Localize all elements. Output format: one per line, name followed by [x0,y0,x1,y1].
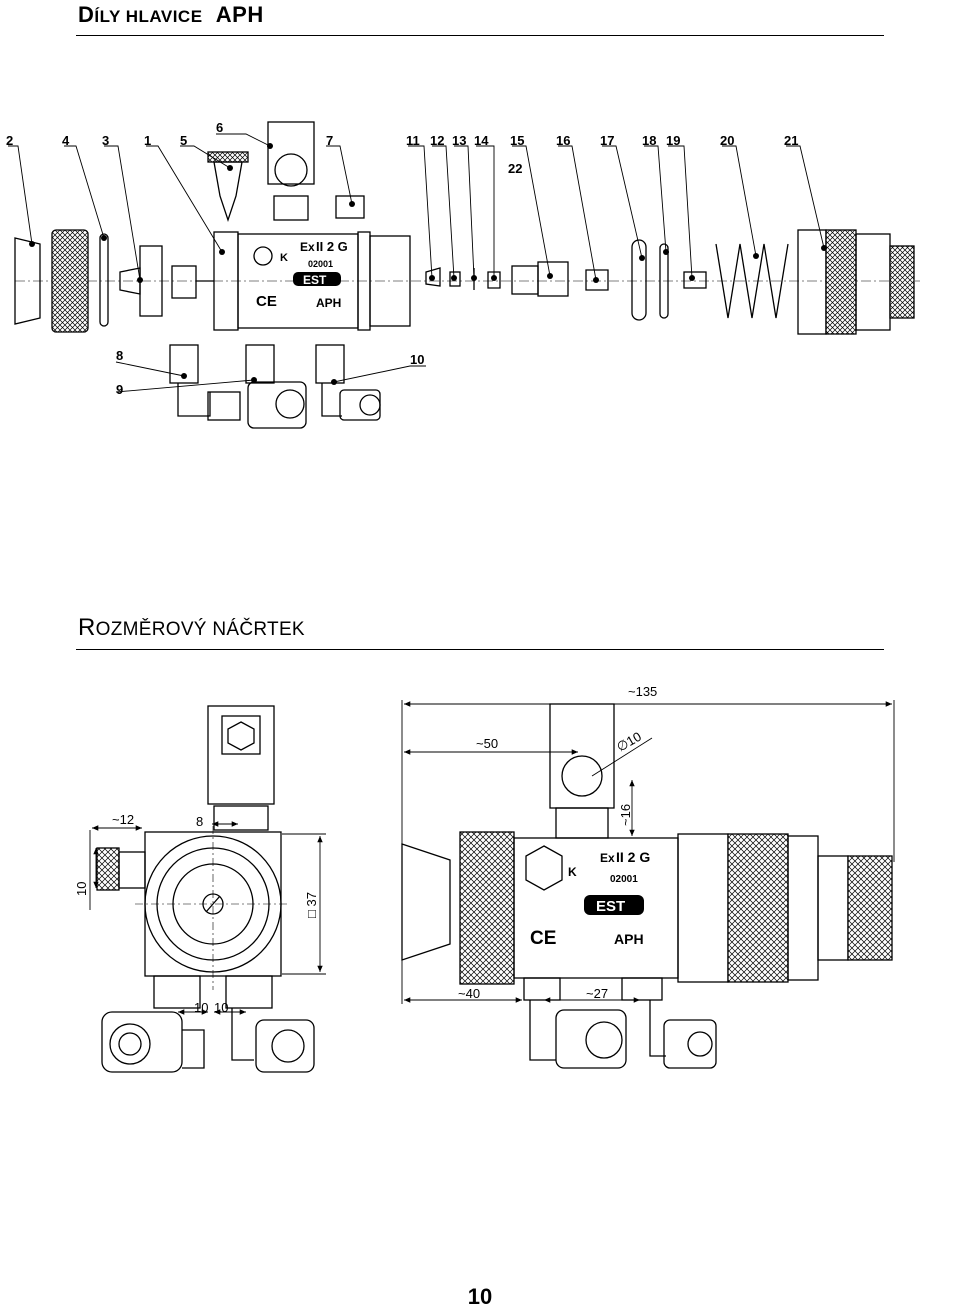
exploded-view-drawing: Ex II 2 G K 02001 EST CE APH [6,120,920,429]
dim-label: ~27 [586,986,608,1001]
serial-mark: 02001 [308,259,333,269]
part-label: 18 [642,133,656,148]
part-label: 11 [406,133,420,148]
sketch-ce-mark: CE [530,928,556,949]
sketch-k-mark: K [568,865,577,879]
part-label: 9 [116,382,123,397]
part-label: 6 [216,120,223,135]
ce-mark: CE [256,293,277,310]
part-label: 16 [556,133,570,148]
part-label: 3 [102,133,109,148]
part-label: 17 [600,133,614,148]
part-label: 13 [452,133,466,148]
dim-label: 10 [214,1000,228,1015]
part-label: 19 [666,133,680,148]
sketch-brand-mark: EST [596,898,625,915]
parts-title: DÍLY HLAVICE APH [78,2,264,27]
model-mark: APH [316,296,341,310]
sketch-brand-badge [584,895,644,915]
dim-label: 10 [194,1000,208,1015]
sketch-title: ROZMĚROVÝ NÁČRTEK [78,614,305,641]
page-number: 10 [467,1284,493,1309]
sketch-title-rule [76,649,884,650]
dim-label: ∅10 [614,729,644,755]
part-label: 2 [6,133,13,148]
sketch-serial-mark: 02001 [610,874,638,885]
sketch-ex-mark: Ex [600,851,615,865]
dim-label: ~16 [618,804,633,826]
part-label: 14 [474,133,489,148]
ex-mark: Ex [300,240,315,254]
part-label: 1 [144,133,151,148]
dim-label: 8 [196,814,203,829]
dim-label: ~135 [628,684,657,699]
sketch-model-mark: APH [614,931,644,947]
dim-label: ~40 [458,986,480,1001]
part-label: 4 [62,133,70,148]
dim-label: ~12 [112,812,134,827]
dim-label: □ 37 [304,892,319,918]
part-label: 22 [508,161,522,176]
part-label: 21 [784,133,798,148]
parts-title-rule [76,35,884,36]
part-label: 5 [180,133,187,148]
brand-badge [293,272,341,286]
sketch-cert-mark: II 2 G [616,849,650,865]
part-label: 8 [116,348,123,363]
part-label: 10 [410,352,424,367]
part-label: 15 [510,133,524,148]
brand-mark: EST [303,273,327,287]
part-label: 7 [326,133,333,148]
k-mark: K [280,252,288,264]
part-label: 12 [430,133,444,148]
part-label: 20 [720,133,734,148]
cert-mark: II 2 G [316,239,348,254]
dim-label: ~50 [476,736,498,751]
dim-label: 10 [74,882,89,896]
